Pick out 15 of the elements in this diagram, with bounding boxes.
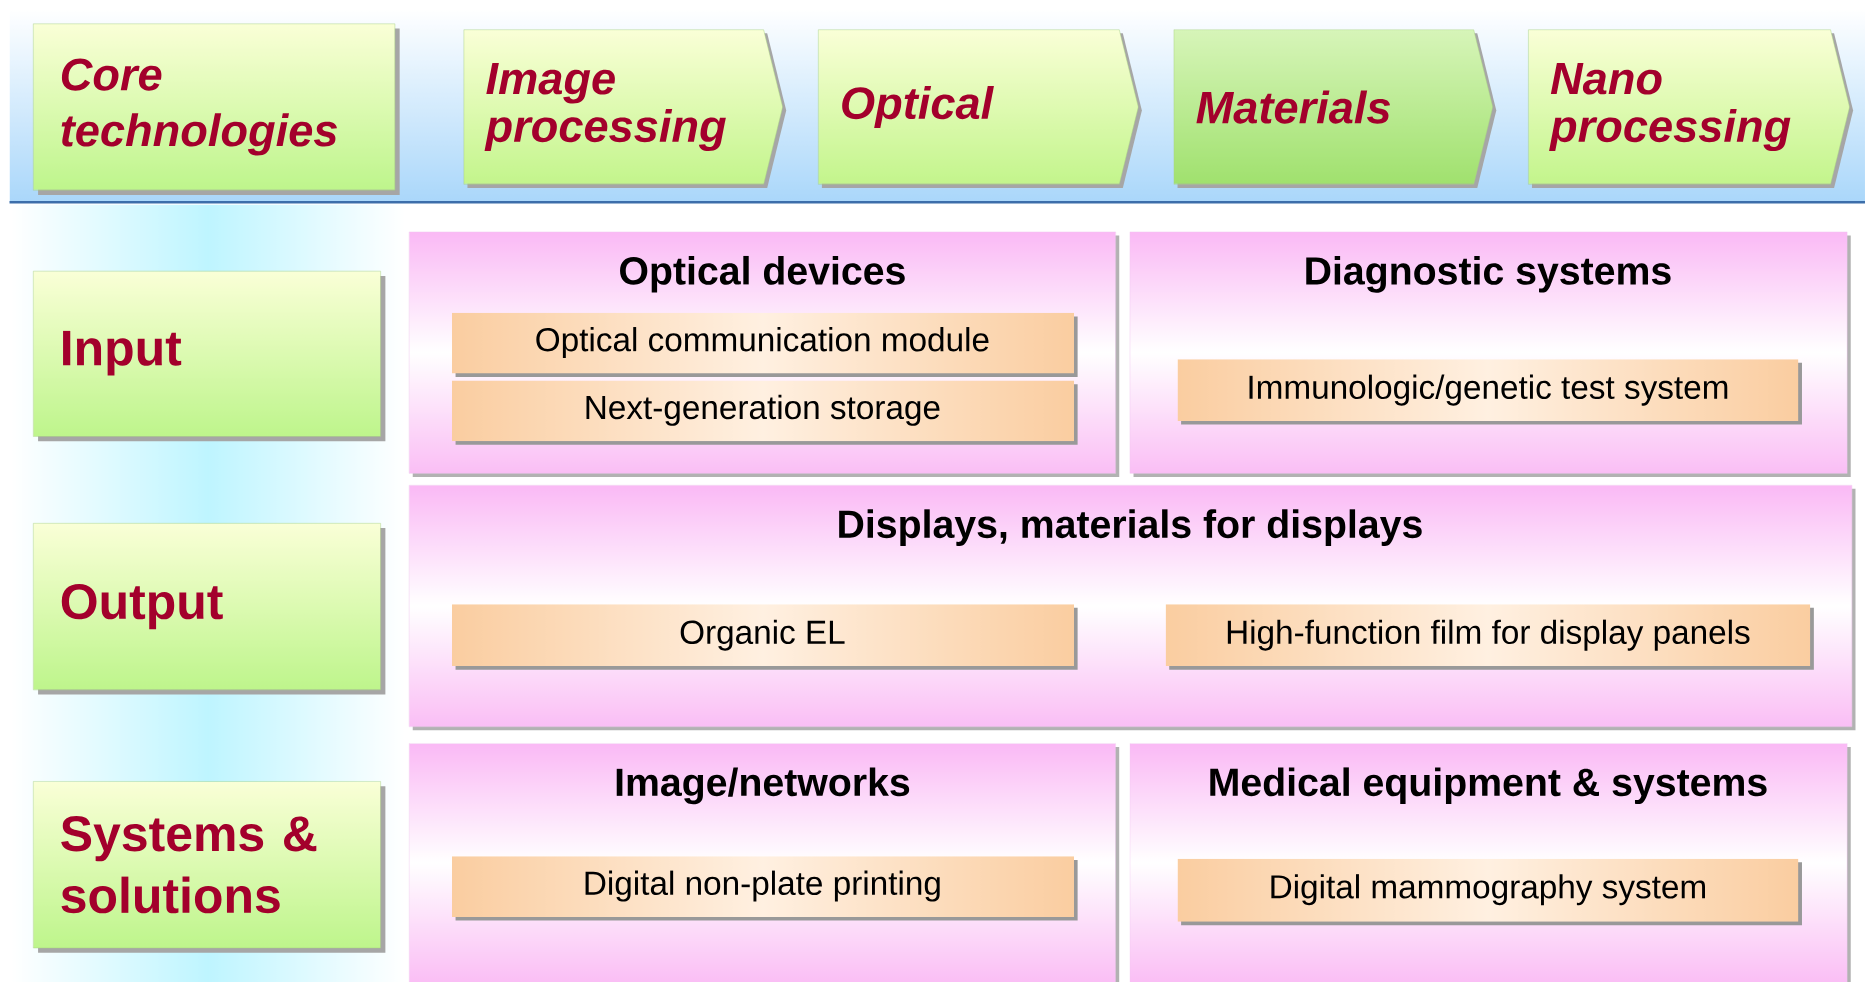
header-box: Core technologies: [33, 23, 400, 195]
product-box: Digital non-plate printing: [452, 856, 1078, 921]
product-box: Next-generation storage: [452, 380, 1078, 445]
chevron-box: Optical: [818, 29, 1142, 188]
chevron-box: Materials: [1173, 29, 1497, 188]
product-box: Optical communication module: [452, 312, 1078, 377]
product-box: Organic EL: [452, 604, 1078, 670]
chevron-box: Nano processing: [1528, 29, 1854, 188]
chevron-box: Image processing: [463, 29, 787, 188]
product-box: Immunologic/genetic test system: [1177, 359, 1802, 425]
product-box: High-function film for display panels: [1165, 604, 1814, 670]
row-label-box: Input: [33, 270, 386, 442]
row-label-box: Output: [33, 522, 386, 695]
product-box: Digital mammography system: [1177, 858, 1802, 926]
row-label-box: Systems & solutions: [33, 781, 386, 953]
